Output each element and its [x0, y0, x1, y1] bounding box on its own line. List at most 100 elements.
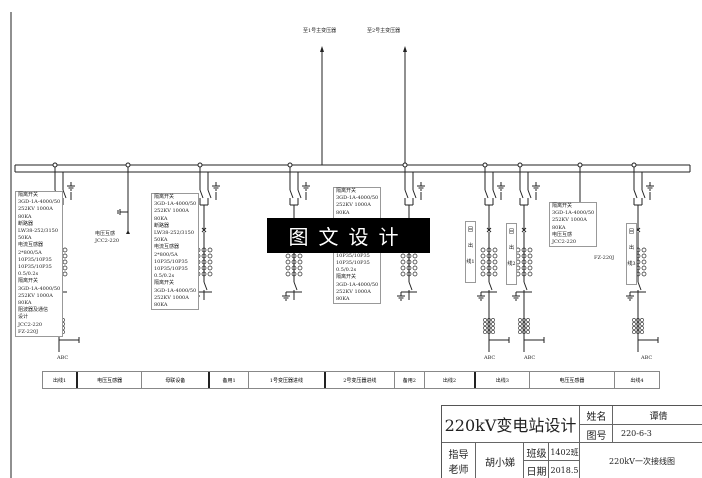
ct-icon	[480, 265, 486, 271]
ct-icon	[207, 253, 213, 259]
ct-icon	[291, 265, 297, 271]
trap-icon	[483, 330, 487, 334]
disconnector-icon	[62, 189, 67, 199]
ct-icon	[297, 271, 303, 277]
ct-icon	[291, 259, 297, 265]
drawing-no-value: 220-6-3	[612, 424, 702, 442]
bay-label: 出线3	[473, 372, 529, 388]
ct-icon	[285, 271, 291, 277]
ct-icon	[207, 247, 213, 253]
name-label: 姓名	[579, 406, 613, 424]
disconnector-icon	[492, 189, 497, 199]
ct-icon	[412, 271, 418, 277]
bus-node	[52, 162, 58, 168]
bay-label: 备用1	[208, 372, 247, 388]
bay-label: 2号变压器进线	[324, 372, 394, 388]
arrow-icon	[320, 46, 324, 52]
ct-icon	[486, 265, 492, 271]
disconnector-icon	[523, 281, 528, 291]
feed-label-t2: 至2号主变压器	[367, 28, 401, 34]
name-value: 谭倩	[612, 406, 702, 424]
trap-icon	[640, 326, 644, 330]
pt2-spec-box: 隔离开关 3GD-1A-4000/50 252KV 1000A 80KA 电压互…	[549, 202, 598, 248]
trap-icon	[518, 322, 522, 326]
trap-icon	[526, 322, 530, 326]
ct-icon	[285, 259, 291, 265]
pt2-arrester-label: FZ-220J	[594, 255, 615, 261]
phase-label: ABC	[484, 355, 496, 361]
ct-icon	[201, 259, 207, 265]
arrester-icon	[126, 230, 130, 234]
ct-icon	[207, 271, 213, 277]
class-label: 班级	[523, 442, 549, 461]
disconnector-icon	[527, 189, 532, 199]
ct-icon	[62, 265, 68, 271]
trap-icon	[518, 318, 522, 322]
disconnector-icon	[207, 189, 212, 199]
trap-icon	[483, 318, 487, 322]
ct-icon	[406, 265, 412, 271]
disconnector-icon	[404, 189, 409, 199]
bay-label: 出线1	[53, 377, 67, 384]
ct-icon	[62, 271, 68, 277]
ct-icon	[641, 247, 647, 253]
drawing-no-label: 图号	[579, 424, 613, 443]
disconnector-icon	[641, 189, 646, 199]
trap-icon	[491, 318, 495, 322]
bus-node	[402, 162, 408, 168]
bus-node	[197, 162, 203, 168]
bus-node	[482, 162, 488, 168]
ct-icon	[527, 265, 533, 271]
ct-icon	[521, 265, 527, 271]
ct-icon	[412, 259, 418, 265]
ct-icon	[492, 259, 498, 265]
disconnector-icon	[519, 189, 524, 199]
ct-icon	[486, 259, 492, 265]
ct-icon	[291, 253, 297, 259]
ct-icon	[62, 253, 68, 259]
phase-label: ABC	[57, 355, 69, 361]
ct-icon	[486, 247, 492, 253]
ct-icon	[492, 253, 498, 259]
disconnector-icon	[199, 189, 204, 199]
ct-icon	[480, 253, 486, 259]
ct-icon	[207, 265, 213, 271]
bay-label: 电压互感器	[76, 372, 141, 388]
bay-label: 备用2	[393, 372, 424, 388]
ct-icon	[412, 253, 418, 259]
disconnector-icon	[408, 281, 413, 291]
trap-icon	[632, 326, 636, 330]
bay-label: 出线2	[423, 372, 474, 388]
ct-icon	[521, 253, 527, 259]
phase-label: ABC	[641, 355, 653, 361]
bay-label: 出线4	[613, 372, 659, 388]
disconnector-icon	[637, 281, 642, 291]
ct-icon	[297, 265, 303, 271]
coupler-spec-box: 隔离开关 3GD-1A-4000/50 252KV 1000A 80KA 断路器…	[151, 193, 200, 311]
breaker-icon	[521, 227, 527, 233]
vertical-label-3: 回出线3	[626, 223, 637, 285]
disconnector-icon	[484, 189, 489, 199]
ct-icon	[285, 253, 291, 259]
title-block: 220kV变电站设计 姓名 谭倩 图号 220-6-3 指导老师 胡小娣 班级 …	[441, 405, 702, 478]
ct-icon	[480, 271, 486, 277]
feed-label-t1: 至1号主变压器	[303, 28, 337, 34]
disconnector-icon	[488, 281, 493, 291]
ct-icon	[480, 259, 486, 265]
phase-label: ABC	[524, 355, 536, 361]
trap-icon	[526, 318, 530, 322]
date-value: 2018.5	[548, 460, 580, 478]
trap-icon	[632, 330, 636, 334]
ct-icon	[486, 253, 492, 259]
ct-icon	[521, 247, 527, 253]
ct-icon	[641, 253, 647, 259]
date-label: 日期	[523, 460, 549, 478]
bay-label: 1号变压器进线	[247, 372, 324, 388]
ct-icon	[480, 247, 486, 253]
trap-icon	[491, 322, 495, 326]
ct-icon	[406, 259, 412, 265]
ct-icon	[297, 253, 303, 259]
bay-label: 电压互感器	[528, 372, 614, 388]
watermark: 图文设计	[267, 218, 430, 253]
disconnector-icon	[293, 281, 298, 291]
